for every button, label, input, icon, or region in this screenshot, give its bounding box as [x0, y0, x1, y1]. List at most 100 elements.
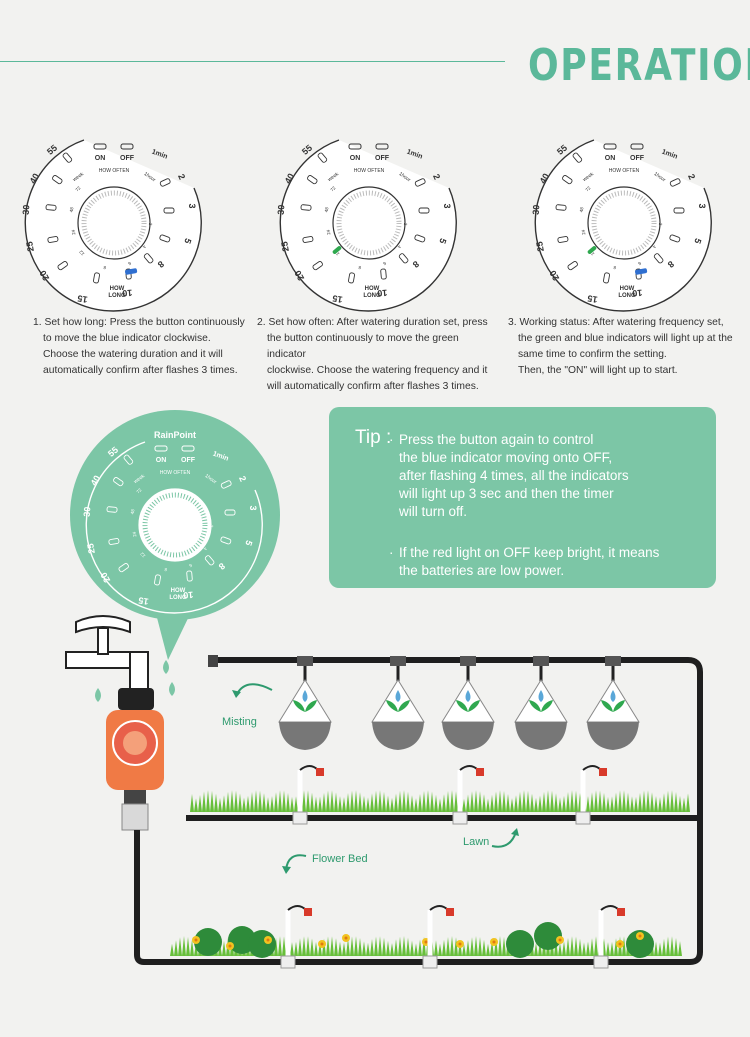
frequency-number: 48 — [130, 508, 136, 514]
frequency-number: 24 — [71, 229, 77, 235]
lawn-label: Lawn — [463, 836, 490, 848]
on-label: ON — [605, 155, 616, 162]
duration-number: 8 — [156, 259, 166, 270]
duration-number: 2 — [686, 172, 697, 181]
duration-number: 3 — [442, 203, 452, 208]
frequency-number: 6 — [127, 261, 132, 267]
duration-number: 2 — [176, 172, 187, 181]
duration-number: 25 — [24, 241, 36, 253]
duration-number: 15 — [587, 293, 599, 305]
step-1-text: 1. Set how long: Press the button contin… — [33, 317, 245, 376]
tip-box: Tip : · Press the button again to contro… — [329, 407, 716, 588]
week-label: week — [582, 171, 595, 183]
frequency-number: 2 — [403, 223, 408, 226]
min-label: 1min — [406, 149, 424, 161]
frequency-number: 8 — [358, 265, 362, 270]
how-long-label: LONG — [618, 293, 636, 299]
faucet-icon — [65, 615, 175, 702]
duration-number: 10 — [183, 590, 194, 601]
duration-number: 25 — [85, 543, 97, 555]
header-line — [0, 61, 505, 62]
frequency-number: 24 — [326, 229, 332, 235]
duration-number: 30 — [276, 204, 287, 215]
on-label: ON — [350, 155, 361, 162]
tip-label: Tip : — [355, 427, 392, 448]
duration-number: 20 — [38, 269, 52, 283]
frequency-number: 4 — [202, 546, 208, 551]
frequency-number: 48 — [69, 206, 75, 212]
frequency-number: 24 — [581, 229, 587, 235]
duration-number: 5 — [243, 539, 254, 547]
on-label: ON — [156, 457, 167, 464]
how-long-label: HOW — [365, 286, 380, 292]
frequency-number: 12 — [139, 551, 146, 558]
frequency-number: 8 — [164, 567, 168, 572]
min-label: 1min — [151, 149, 169, 161]
duration-number: 55 — [45, 143, 59, 157]
week-label: week — [72, 171, 85, 183]
duration-number: 20 — [99, 571, 113, 585]
how-often-label: HOW OFTEN — [354, 168, 385, 174]
frequency-number: 6 — [382, 261, 387, 267]
flower-bed-label: Flower Bed — [312, 853, 368, 865]
duration-number: 5 — [182, 237, 193, 245]
week-label: week — [327, 171, 340, 183]
duration-number: 15 — [77, 293, 89, 305]
frequency-number: 24 — [132, 531, 138, 537]
irrigation-diagram: Misting Lawn Flower Bed — [0, 600, 750, 1032]
off-label: OFF — [630, 155, 645, 162]
frequency-number: 12 — [78, 249, 85, 256]
duration-number: 25 — [279, 241, 291, 253]
duration-number: 2 — [237, 474, 248, 483]
duration-number: 15 — [332, 293, 344, 305]
duration-number: 40 — [28, 172, 42, 186]
duration-number: 30 — [82, 506, 93, 517]
blue-indicator — [635, 268, 648, 275]
step-3-text: 3. Working status: After watering freque… — [508, 317, 733, 376]
how-often-label: HOW OFTEN — [160, 470, 191, 476]
duration-number: 15 — [138, 595, 150, 607]
frequency-number: 4 — [396, 244, 402, 249]
duration-number: 40 — [538, 172, 552, 186]
frequency-number: 2 — [209, 525, 214, 528]
how-often-label: HOW OFTEN — [609, 168, 640, 174]
duration-number: 10 — [122, 288, 133, 299]
blue-indicator — [125, 268, 138, 275]
frequency-number: 2 — [148, 223, 153, 226]
week-label: week — [133, 473, 146, 485]
duration-number: 3 — [248, 505, 258, 510]
duration-number: 30 — [21, 204, 32, 215]
frequency-number: 72 — [74, 185, 81, 192]
min-label: 1min — [661, 149, 679, 161]
duration-number: 3 — [187, 203, 197, 208]
frequency-number: 8 — [613, 265, 617, 270]
duration-number: 40 — [283, 172, 297, 186]
duration-number: 55 — [555, 143, 569, 157]
how-long-label: HOW — [110, 286, 125, 292]
duration-number: 40 — [89, 474, 103, 488]
duration-number: 3 — [697, 203, 707, 208]
page-title: OPERATION — [528, 40, 750, 91]
on-label: ON — [95, 155, 106, 162]
frequency-number: 48 — [579, 206, 585, 212]
frequency-number: 6 — [188, 563, 193, 569]
off-label: OFF — [181, 457, 196, 464]
duration-number: 10 — [377, 288, 388, 299]
tip-paragraph-2: · If the red light on OFF keep bright, i… — [389, 545, 660, 578]
frequency-number: 4 — [651, 244, 657, 249]
how-long-label: HOW — [171, 588, 186, 594]
duration-number: 10 — [632, 288, 643, 299]
frequency-number: 72 — [135, 487, 142, 494]
duration-number: 25 — [534, 241, 546, 253]
frequency-number: 48 — [324, 206, 330, 212]
how-often-label: HOW OFTEN — [99, 168, 130, 174]
water-timer-device — [106, 688, 164, 831]
duration-number: 5 — [692, 237, 703, 245]
frequency-number: 4 — [141, 244, 147, 249]
duration-number: 5 — [437, 237, 448, 245]
frequency-number: 2 — [658, 223, 663, 226]
